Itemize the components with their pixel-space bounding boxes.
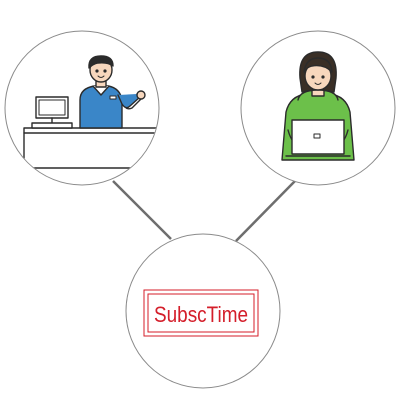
computer-monitor-icon — [31, 96, 73, 129]
store-clerk-illustration — [23, 55, 159, 169]
logo-frame-outer — [143, 289, 259, 337]
connector-clerk-to-service — [112, 180, 172, 240]
logo-frame-inner — [147, 293, 255, 333]
node-store-clerk — [4, 30, 160, 186]
subsctime-logo: SubscTime — [143, 289, 259, 337]
node-customer-laptop — [240, 30, 396, 186]
node-circle — [125, 233, 281, 389]
connector-customer-to-service — [235, 180, 296, 242]
laptop-icon — [285, 119, 351, 157]
laptop-user-illustration — [281, 51, 355, 161]
logo-text: SubscTime — [154, 302, 248, 327]
node-subsctime-service: SubscTime — [125, 233, 281, 389]
